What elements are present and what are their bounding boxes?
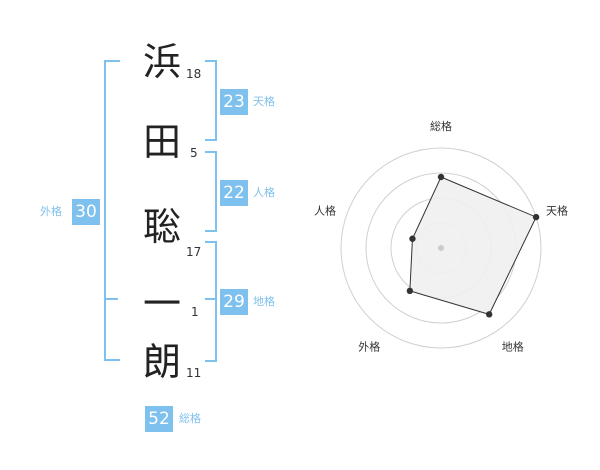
chikaku-bracket-divider	[205, 298, 217, 300]
stroke-count-2: 5	[190, 146, 198, 160]
tenkaku-value: 23	[220, 89, 248, 115]
outer-bracket	[104, 60, 120, 361]
stroke-count-4: 1	[191, 305, 199, 319]
chikaku-value: 29	[220, 289, 248, 315]
outer-bracket-divider	[104, 298, 118, 300]
soukaku-label: 総格	[179, 412, 201, 425]
radar-point-4	[406, 287, 414, 295]
radar-point-1	[437, 173, 445, 181]
stroke-count-3: 17	[186, 245, 202, 259]
gaikaku-value: 30	[72, 199, 100, 225]
name-char-1: 浜	[142, 40, 181, 84]
chikaku-bracket	[205, 241, 217, 362]
name-char-2: 田	[142, 120, 181, 164]
radar-point-2	[532, 213, 540, 221]
radar-axis-label-2: 天格	[546, 203, 568, 217]
radar-axis-label-1: 総格	[430, 119, 452, 133]
jinkaku-label: 人格	[253, 186, 275, 199]
radar-point-5	[409, 235, 416, 242]
gaikaku-label: 外格	[40, 205, 62, 218]
tenkaku-bracket	[205, 60, 217, 141]
soukaku-value: 52	[145, 406, 173, 432]
name-char-4: 一	[142, 282, 181, 326]
radar-center-dot	[438, 245, 444, 251]
jinkaku-bracket	[205, 151, 217, 232]
radar-polygon	[409, 176, 537, 315]
stroke-count-5: 11	[186, 366, 202, 380]
chikaku-label: 地格	[253, 295, 275, 308]
name-char-3: 聡	[142, 205, 181, 249]
radar-point-3	[485, 311, 493, 318]
radar-axis-label-4: 外格	[358, 340, 380, 354]
tenkaku-label: 天格	[253, 95, 275, 108]
name-char-5: 朗	[142, 340, 181, 384]
radar-axis-label-5: 人格	[314, 203, 336, 217]
radar-axis-label-3: 地格	[502, 340, 524, 354]
jinkaku-value: 22	[220, 180, 248, 206]
radar-ring-4	[340, 147, 542, 349]
stroke-count-1: 18	[186, 67, 202, 81]
